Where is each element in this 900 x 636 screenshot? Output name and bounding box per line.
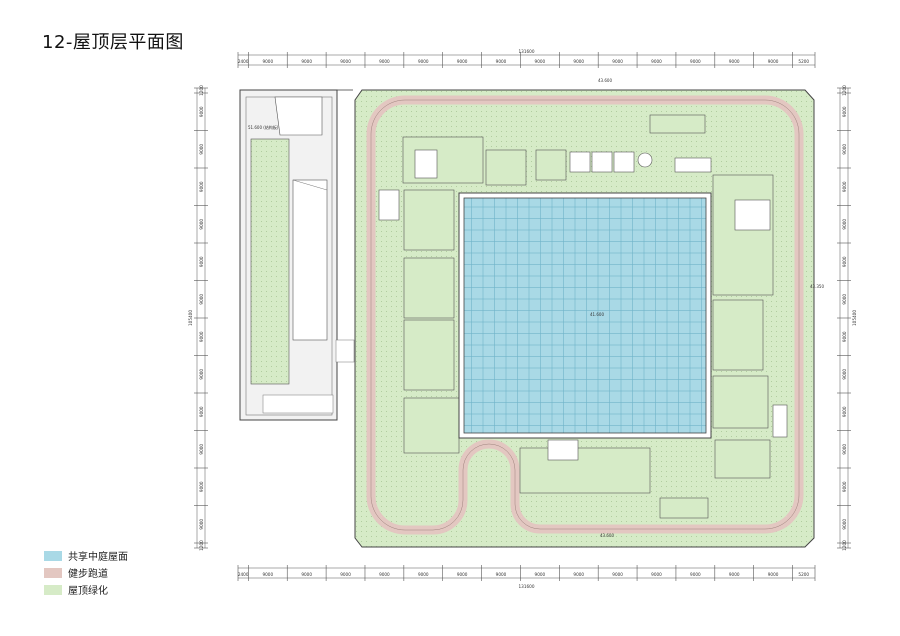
total-width-label: 131600 <box>519 584 535 589</box>
dimension-label: 9000 <box>199 256 204 267</box>
dimension-label: 9000 <box>535 59 546 64</box>
dimension-label: 9000 <box>199 369 204 380</box>
dimension-label: 9000 <box>418 572 429 577</box>
svg-text:43.600: 43.600 <box>600 533 614 538</box>
dimension-label: 9000 <box>199 294 204 305</box>
dimension-label: 9000 <box>535 572 546 577</box>
total-height-label: 105400 <box>852 310 857 326</box>
legend-label: 健步跑道 <box>68 569 108 580</box>
dimension-label: 9000 <box>199 519 204 530</box>
dimension-label: 9000 <box>729 572 740 577</box>
total-height-label: 105400 <box>188 310 193 326</box>
dimension-label: 9000 <box>199 481 204 492</box>
dimension-label: 9000 <box>340 59 351 64</box>
dimension-label: 9000 <box>496 59 507 64</box>
elevation-labels: 43.600 51.600 (结构板) 41.600 43.600 43.350 <box>248 78 824 538</box>
legend-label: 共享中庭屋面 <box>68 552 128 563</box>
legend: 共享中庭屋面 健步跑道 屋顶绿化 <box>44 547 128 598</box>
dimension-label: 9000 <box>842 106 847 117</box>
dimension-label: 9000 <box>573 59 584 64</box>
dimension-ticks <box>194 52 851 581</box>
total-width-label: 131600 <box>519 49 535 54</box>
svg-text:43.600: 43.600 <box>598 78 612 83</box>
dimension-label: 9000 <box>842 144 847 155</box>
svg-text:41.600: 41.600 <box>590 312 604 317</box>
dimension-label: 9000 <box>199 181 204 192</box>
dimension-label: 9000 <box>379 572 390 577</box>
dimension-label: 1200 <box>842 85 847 96</box>
dimension-label: 9000 <box>842 219 847 230</box>
dimension-label: 9000 <box>457 59 468 64</box>
dimension-label: 9000 <box>573 572 584 577</box>
dimension-label: 9000 <box>199 406 204 417</box>
dimension-label: 9000 <box>199 444 204 455</box>
dimension-label: 9000 <box>301 572 312 577</box>
dimension-label: 1200 <box>199 540 204 551</box>
left-tower <box>239 89 355 421</box>
atrium-skylight <box>458 192 712 439</box>
dimension-label: 9000 <box>651 59 662 64</box>
dimension-label: 9000 <box>768 59 779 64</box>
dimension-label: 9000 <box>612 59 623 64</box>
dimension-label: 9000 <box>690 572 701 577</box>
dimension-label: 9000 <box>842 444 847 455</box>
dimension-label: 9000 <box>842 181 847 192</box>
dimension-label: 9000 <box>457 572 468 577</box>
roof-equipment <box>378 114 788 519</box>
dimension-label: 9000 <box>842 369 847 380</box>
legend-label: 屋顶绿化 <box>68 586 108 597</box>
dimension-label: 9000 <box>262 572 273 577</box>
dimension-label: 9000 <box>262 59 273 64</box>
dimension-label: 9000 <box>842 481 847 492</box>
dimension-label: 9000 <box>301 59 312 64</box>
dimension-label: 9000 <box>612 572 623 577</box>
dimension-label: 9000 <box>690 59 701 64</box>
dimension-label: 9000 <box>199 144 204 155</box>
dimension-label: 9000 <box>842 331 847 342</box>
dimension-label: 1200 <box>842 540 847 551</box>
dimension-label: 2400 <box>238 572 249 577</box>
dimension-label: 2400 <box>238 59 249 64</box>
dimension-label: 9000 <box>842 256 847 267</box>
svg-text:43.350: 43.350 <box>810 284 824 289</box>
dimension-label: 9000 <box>496 572 507 577</box>
dimension-label: 9000 <box>418 59 429 64</box>
dimension-label: 9000 <box>340 572 351 577</box>
dimension-label: 1200 <box>199 85 204 96</box>
dimension-label: 9000 <box>729 59 740 64</box>
legend-swatch <box>44 567 62 578</box>
dimension-label: 9000 <box>379 59 390 64</box>
legend-item-atrium: 共享中庭屋面 <box>44 547 128 564</box>
dimension-label: 9000 <box>768 572 779 577</box>
legend-swatch <box>44 584 62 595</box>
dimension-label: 9000 <box>199 331 204 342</box>
legend-item-greenroof: 屋顶绿化 <box>44 581 128 598</box>
dimension-label: 9000 <box>842 294 847 305</box>
dimension-label: 9000 <box>842 406 847 417</box>
dimension-label: 9000 <box>199 106 204 117</box>
dimension-label: 5200 <box>798 572 809 577</box>
dimension-label: 9000 <box>842 519 847 530</box>
legend-swatch <box>44 550 62 561</box>
dimension-label: 9000 <box>651 572 662 577</box>
svg-text:51.600 (结构板): 51.600 (结构板) <box>248 124 279 130</box>
legend-item-track: 健步跑道 <box>44 564 128 581</box>
dimension-labels: 2400 2400 9000 9000 9000 9000 9000 9000 9000 9000… <box>188 49 857 589</box>
dimension-label: 9000 <box>199 219 204 230</box>
dimension-label: 5200 <box>798 59 809 64</box>
page-title: 12-屋顶层平面图 <box>42 32 184 53</box>
